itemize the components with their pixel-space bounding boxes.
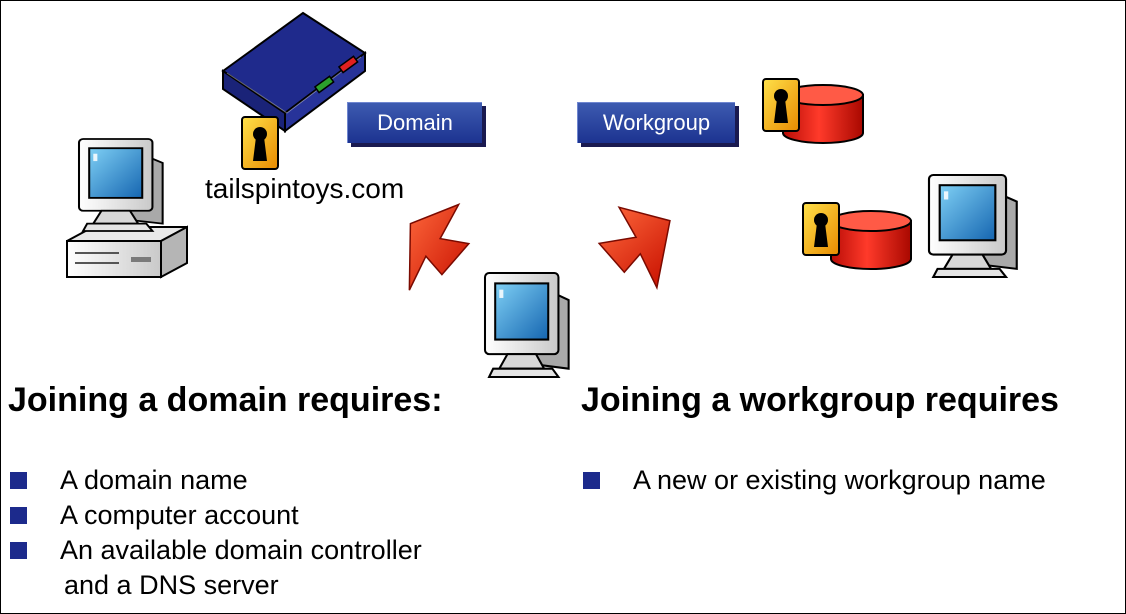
domain-requirements-list: A domain name A computer account An avai… <box>8 463 422 568</box>
arrow-icon <box>408 203 471 291</box>
desktop-computer-icon <box>66 137 188 279</box>
list-item: A domain name <box>8 463 422 498</box>
desktop-computer-icon <box>483 271 570 379</box>
lock-icon <box>762 78 800 132</box>
list-item: A computer account <box>8 498 422 533</box>
workgroup-requirements-heading: Joining a workgroup requires <box>581 381 1059 419</box>
lock-icon <box>802 202 840 256</box>
list-item: A new or existing workgroup name <box>581 463 1046 498</box>
address-book-icon <box>221 11 367 133</box>
workgroup-label: Workgroup <box>577 102 735 143</box>
workgroup-requirements-list: A new or existing workgroup name <box>581 463 1046 498</box>
domain-label: Domain <box>347 102 482 143</box>
list-item: An available domain controller <box>8 533 422 568</box>
domain-requirements-heading: Joining a domain requires: <box>8 381 443 419</box>
database-icon <box>830 210 912 270</box>
desktop-computer-icon <box>927 173 1018 279</box>
arrow-icon <box>597 206 671 291</box>
lock-icon <box>241 116 279 170</box>
list-item-continuation: and a DNS server <box>64 570 279 600</box>
domain-host-name: tailspintoys.com <box>205 173 405 204</box>
